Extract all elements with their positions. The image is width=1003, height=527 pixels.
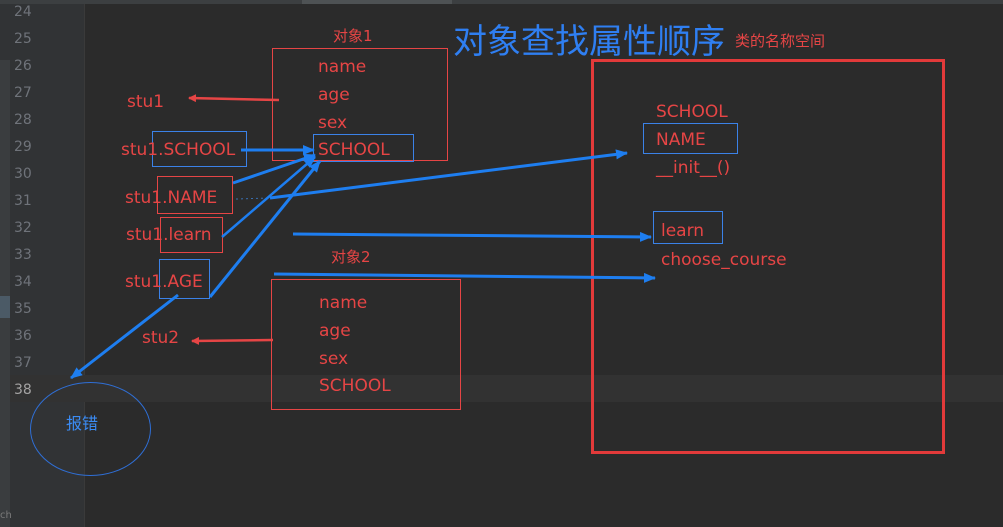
object1-attr-sex: sex bbox=[318, 113, 348, 133]
object2-attr-age: age bbox=[319, 321, 351, 341]
line-number: 29 bbox=[14, 139, 32, 155]
object2-attr-school: SCHOOL bbox=[319, 376, 391, 396]
editor-tab-strip[interactable] bbox=[0, 0, 1003, 4]
line-number: 32 bbox=[14, 220, 32, 236]
line-number: 28 bbox=[14, 112, 32, 128]
lookup-stu1-age-box bbox=[159, 259, 210, 299]
gutter-separator bbox=[84, 4, 85, 527]
line-number-current: 38 bbox=[14, 382, 32, 398]
lookup-stu1-learn: stu1.learn bbox=[126, 225, 212, 245]
diagram-title: 对象查找属性顺序 bbox=[453, 22, 725, 62]
class-attr-init: __init__() bbox=[656, 158, 731, 178]
current-line-highlight bbox=[10, 375, 1003, 402]
error-label: 报错 bbox=[66, 414, 99, 433]
arrow-name-to-class bbox=[269, 149, 628, 200]
class-attr-learn: learn bbox=[661, 221, 705, 241]
line-number: 31 bbox=[14, 193, 32, 209]
object2-box bbox=[271, 279, 461, 410]
lookup-stu1-age: stu1.AGE bbox=[125, 272, 203, 292]
arrow-object1-to-stu1 bbox=[188, 94, 280, 103]
object2-attr-sex: sex bbox=[319, 349, 349, 369]
object1-box bbox=[272, 48, 448, 161]
arrow-age-to-class bbox=[273, 272, 656, 283]
class-namespace-label: 类的名称空间 bbox=[735, 32, 826, 50]
class-attr-name: NAME bbox=[656, 130, 706, 150]
gutter-marker bbox=[0, 296, 10, 318]
active-tab[interactable] bbox=[302, 0, 452, 4]
line-number: 25 bbox=[14, 31, 32, 47]
object1-attr-name: name bbox=[318, 57, 367, 77]
error-ellipse bbox=[30, 382, 151, 476]
object1-label: 对象1 bbox=[333, 27, 373, 45]
lookup-stu2: stu2 bbox=[142, 328, 180, 348]
lookup-stu1-name-box bbox=[157, 176, 233, 214]
arrow-name-to-object1 bbox=[232, 153, 316, 185]
class-attr-choose-course: choose_course bbox=[661, 250, 787, 270]
corner-text: ch bbox=[0, 510, 12, 521]
arrow-age-to-object1 bbox=[208, 160, 322, 298]
line-number: 36 bbox=[14, 328, 32, 344]
object2-attr-name: name bbox=[319, 293, 368, 313]
line-number: 34 bbox=[14, 274, 32, 290]
line-number: 26 bbox=[14, 58, 32, 74]
class-learn-highlight bbox=[653, 211, 723, 244]
arrow-learn-to-class bbox=[292, 231, 652, 242]
gutter-edge bbox=[0, 60, 10, 527]
arrow-name-dotted bbox=[235, 197, 271, 200]
line-number: 27 bbox=[14, 85, 32, 101]
arrow-age-to-error bbox=[70, 293, 179, 380]
object1-attr-age: age bbox=[318, 85, 350, 105]
line-number: 35 bbox=[14, 301, 32, 317]
lookup-stu1: stu1 bbox=[127, 92, 165, 112]
line-number: 24 bbox=[14, 4, 32, 20]
object-to-variable-arrows bbox=[188, 94, 280, 345]
line-number: 37 bbox=[14, 355, 32, 371]
class-name-highlight bbox=[643, 123, 738, 154]
class-namespace-box bbox=[591, 59, 945, 454]
class-attr-school: SCHOOL bbox=[656, 102, 728, 122]
line-number: 30 bbox=[14, 166, 32, 182]
lookup-stu1-name: stu1.NAME bbox=[125, 188, 218, 208]
lookup-arrows bbox=[70, 145, 656, 380]
line-number: 33 bbox=[14, 247, 32, 263]
object2-label: 对象2 bbox=[331, 248, 371, 266]
object1-attr-school: SCHOOL bbox=[318, 140, 390, 160]
arrow-learn-to-object1 bbox=[221, 156, 316, 238]
arrow-object2-to-stu2 bbox=[191, 336, 274, 345]
lookup-stu1-school: stu1.SCHOOL bbox=[121, 140, 236, 160]
